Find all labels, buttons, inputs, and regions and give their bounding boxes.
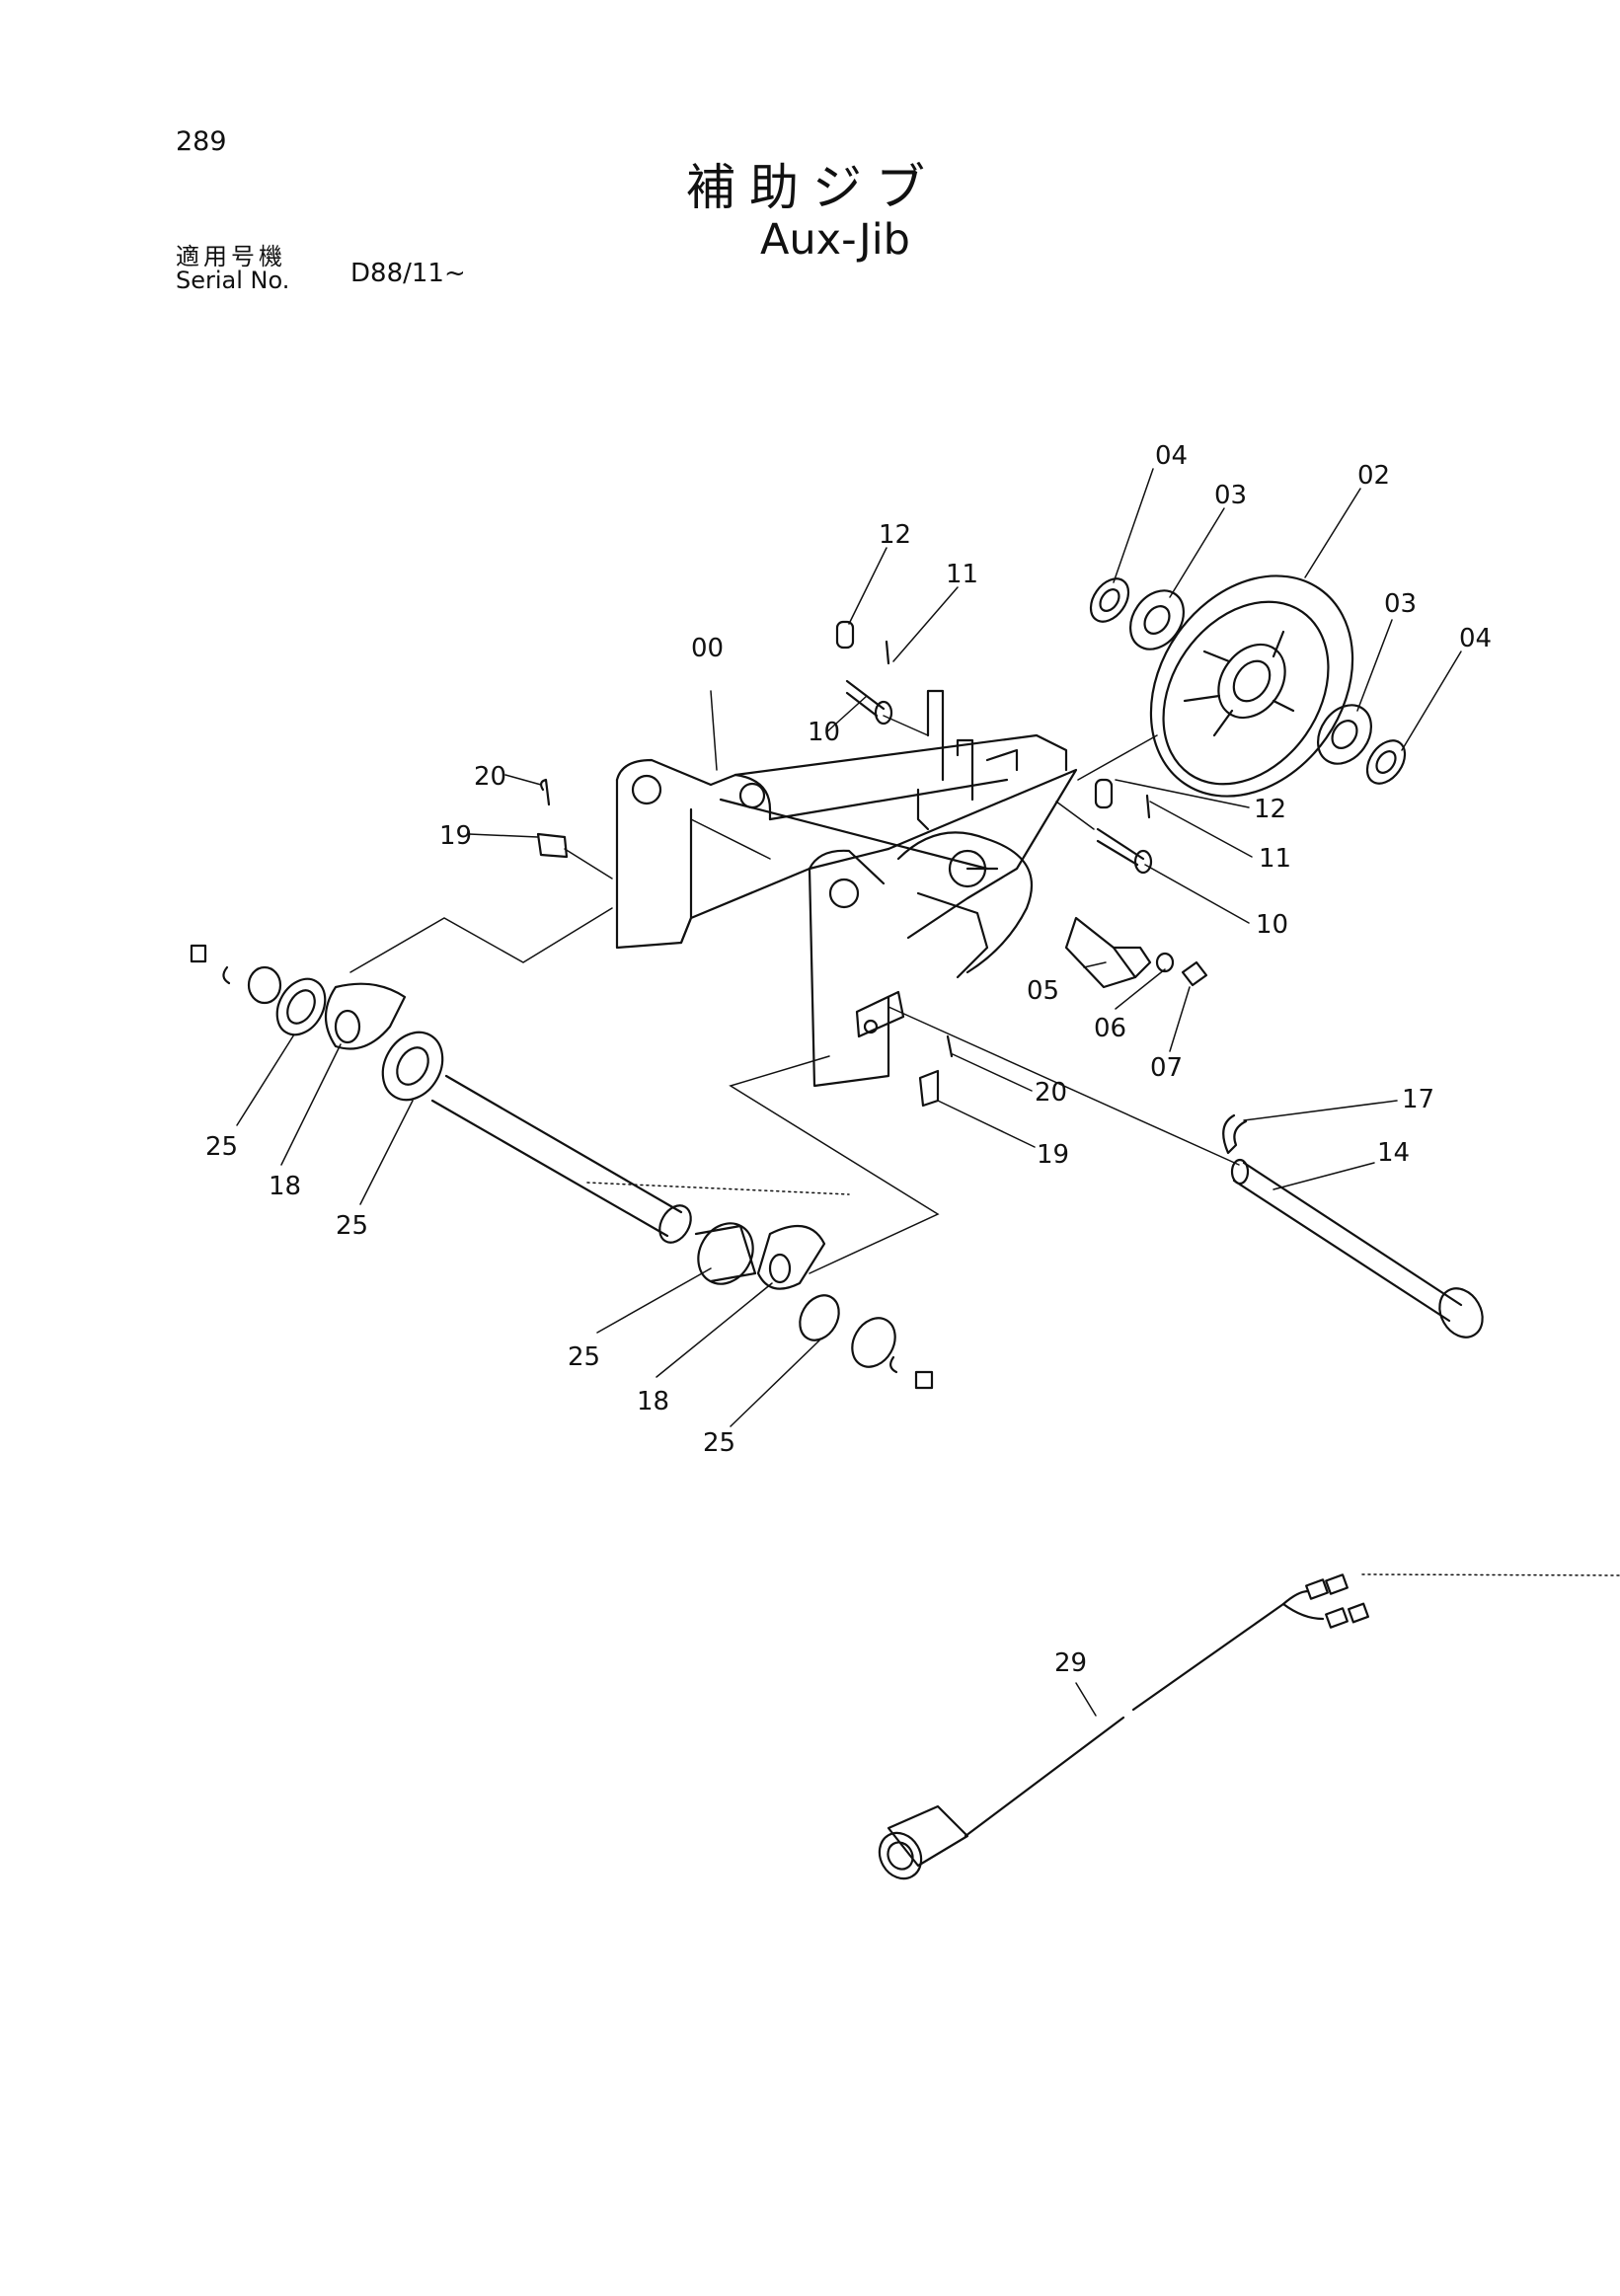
clip-part-19-left	[539, 778, 551, 806]
callout-18-left: 19	[439, 821, 472, 851]
jib-frame-part-00	[615, 689, 1078, 1088]
callout-12-right: 12	[1254, 795, 1286, 824]
sheave-axis-line	[1077, 734, 1158, 781]
callout-14: 14	[1377, 1138, 1410, 1168]
callout-19-right: 20	[1035, 1078, 1067, 1108]
callout-04-top: 04	[1155, 441, 1188, 471]
bolt-washer-right	[851, 1317, 934, 1390]
callout-03-top: 03	[1214, 481, 1247, 510]
washer-part-20-right	[799, 1294, 840, 1341]
pin-part-14	[1230, 1158, 1484, 1339]
callout-25-left: 25	[336, 1211, 368, 1241]
assembly-guide-lines	[349, 907, 1620, 1576]
serial-label-japanese: 適用号機	[176, 243, 286, 270]
serial-label-english: Serial No.	[176, 267, 290, 294]
shaft-tube	[430, 1074, 692, 1244]
callout-19-left: 20	[474, 762, 506, 792]
page-number: 289	[176, 126, 227, 157]
callout-10-right: 10	[1256, 910, 1288, 940]
callout-11-top: 11	[946, 560, 978, 589]
pin-set-right	[1055, 778, 1153, 875]
title-english: Aux-Jib	[760, 215, 910, 265]
title-japanese: 補助ジブ	[686, 159, 939, 216]
callout-00: 00	[691, 634, 724, 663]
callout-07: 07	[1150, 1053, 1183, 1083]
callout-20-right: 25	[703, 1428, 735, 1458]
callout-05: 05	[1027, 976, 1059, 1006]
plate-part-17-left	[325, 982, 407, 1050]
callout-18-right: 19	[1037, 1140, 1069, 1170]
callout-04-right: 04	[1459, 624, 1492, 653]
sensor-part-05	[1064, 916, 1152, 989]
callout-06: 06	[1094, 1014, 1126, 1043]
serial-number-value: D88/11~	[350, 259, 466, 288]
callout-11-right: 11	[1259, 844, 1291, 874]
pin-part-18-left	[536, 832, 613, 880]
bearing-part-03-left	[1129, 589, 1185, 651]
callout-17-left: 18	[269, 1172, 301, 1201]
callout-02: 02	[1357, 461, 1390, 491]
plate-part-17-right	[756, 1224, 826, 1290]
bolt-washer-left	[190, 944, 282, 1005]
callout-15: 17	[1402, 1085, 1434, 1114]
callout-29: 29	[1054, 1648, 1087, 1678]
callout-12-top: 12	[879, 520, 911, 550]
pin-axis-line	[887, 1006, 1240, 1166]
bracket-pins-lower	[855, 990, 954, 1108]
bolt-part-07	[1181, 960, 1208, 987]
washer-part-06	[1155, 952, 1175, 973]
bushing-part-25-left	[381, 1031, 444, 1102]
bushing-part-25-right	[694, 1222, 757, 1285]
washer-part-20-left	[275, 977, 327, 1036]
callout-17-right: 18	[637, 1387, 669, 1416]
wire-harness-part-29	[878, 1573, 1370, 1880]
bearing-part-03-right	[1317, 704, 1372, 765]
spacer-part-04-right	[1365, 739, 1407, 785]
pin-set-upper	[835, 620, 929, 736]
callout-leaders	[236, 468, 1462, 1717]
spacer-part-04-left	[1089, 577, 1130, 623]
callout-25-right: 25	[568, 1342, 600, 1372]
callout-03-right: 03	[1384, 589, 1417, 619]
callout-numbers: 04 03 02 03 04 12 11 00 10 20 19 12 11 1…	[205, 441, 1492, 1678]
sheave-part-02	[1149, 574, 1354, 798]
clip-part-15	[1222, 1113, 1248, 1155]
callout-20-left: 25	[205, 1132, 238, 1162]
callout-10-top: 10	[808, 718, 840, 747]
